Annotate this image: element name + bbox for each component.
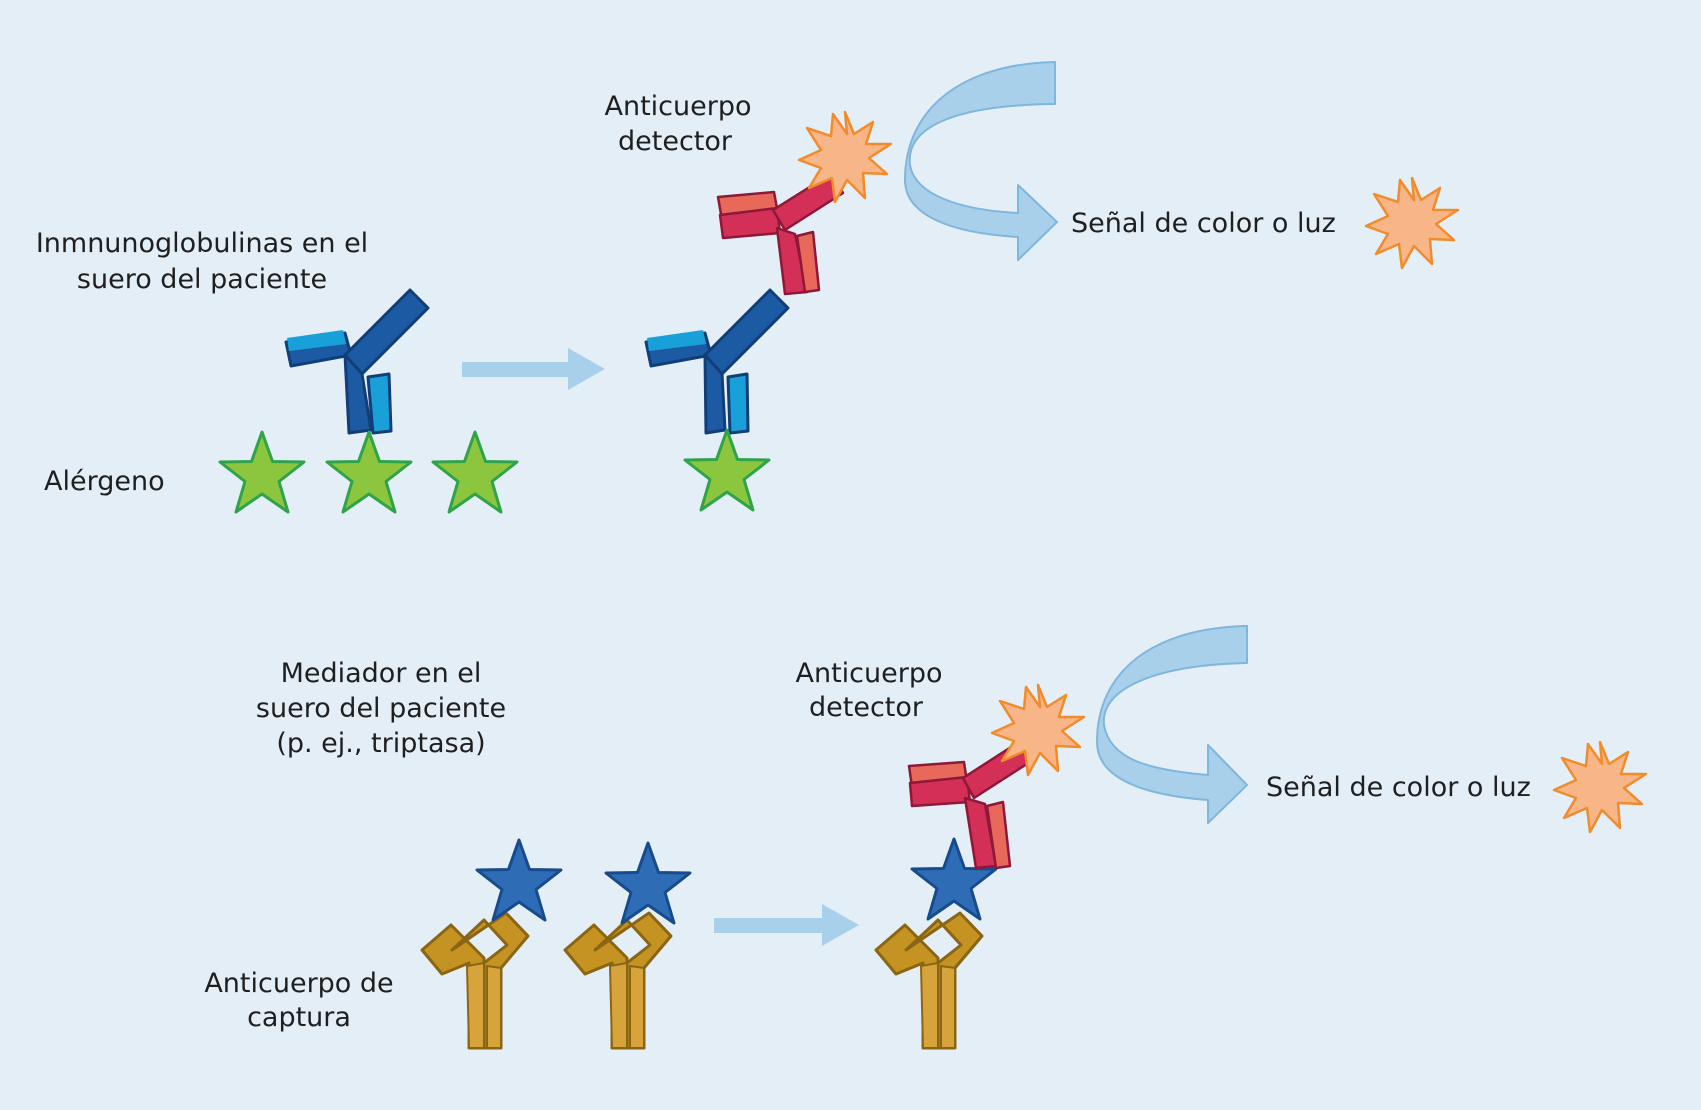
allergen-star-3	[431, 430, 519, 514]
signal-arrow-bottom	[1096, 625, 1248, 824]
process-arrow-bottom	[714, 904, 859, 946]
label-ig-line2: suero del paciente	[77, 264, 327, 295]
signal-burst-bottom	[1552, 740, 1648, 834]
capture-antibody-bound	[874, 911, 984, 1050]
label-capture-line1: Anticuerpo de	[204, 968, 393, 999]
mediator-star-2	[604, 841, 692, 925]
mediator-star-1	[475, 838, 563, 922]
label-top-detector-line1: Anticuerpo	[605, 91, 752, 122]
signal-arrow-top	[904, 61, 1058, 261]
label-top-signal: Señal de color o luz	[1071, 208, 1336, 239]
ige-antibody-bound	[644, 288, 790, 435]
allergen-star-2	[325, 430, 413, 514]
capture-antibody-1	[420, 911, 530, 1050]
label-mediator-line3: (p. ej., triptasa)	[276, 728, 485, 759]
label-mediator-line2: suero del paciente	[256, 693, 506, 724]
detector-antibody-top	[716, 171, 845, 296]
process-arrow-top	[462, 348, 605, 390]
label-bottom-detector-line2: detector	[809, 692, 924, 723]
label-mediator-line1: Mediador en el	[281, 658, 482, 689]
capture-antibody-2	[563, 911, 673, 1050]
label-ig-line1: Inmnunoglobulinas en el	[36, 228, 368, 259]
label-bottom-signal: Señal de color o luz	[1266, 772, 1531, 803]
label-capture-line2: captura	[247, 1002, 351, 1033]
label-top-detector-line2: detector	[618, 126, 733, 157]
allergen-star-bound	[683, 428, 771, 512]
label-allergen: Alérgeno	[44, 466, 165, 497]
label-bottom-detector-line1: Anticuerpo	[796, 658, 943, 689]
detector-antibody-bottom	[907, 738, 1035, 870]
ige-antibody-left	[284, 288, 430, 435]
allergen-star-1	[218, 430, 306, 514]
signal-burst-top	[1364, 176, 1460, 270]
